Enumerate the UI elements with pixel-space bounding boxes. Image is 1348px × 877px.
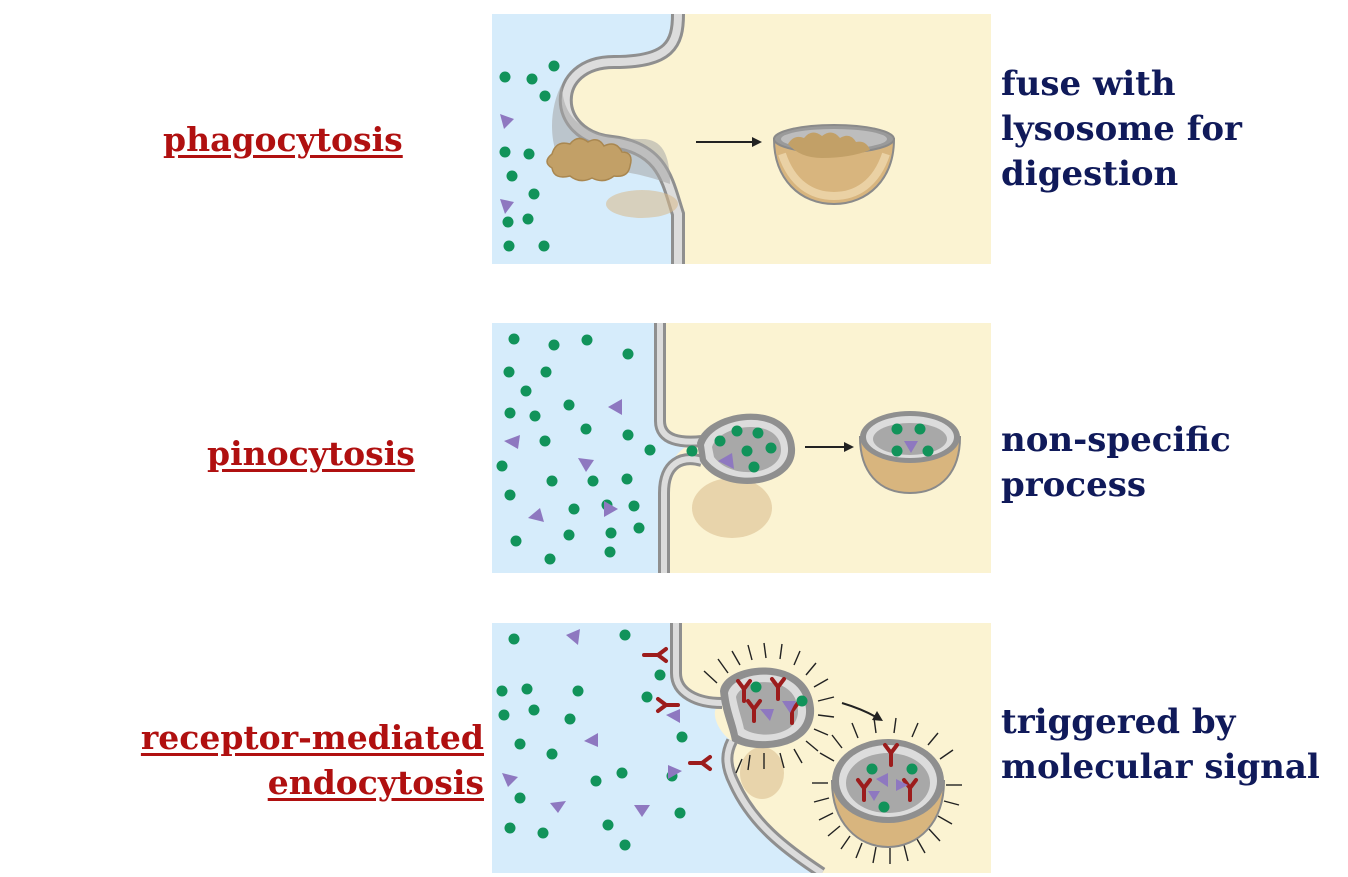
receptor-mediated-illustration (492, 623, 991, 873)
process-label-receptor-mediated-endocytosis: receptor-mediated endocytosis (141, 716, 484, 805)
arrow-icon (696, 137, 762, 147)
coated-vesicle (812, 717, 962, 864)
phagocytosis-illustration (492, 14, 991, 264)
arrow-icon (805, 442, 854, 452)
pinosome-vesicle (858, 411, 962, 495)
description-line: process (1001, 464, 1146, 505)
description-line: triggered by (1001, 702, 1236, 742)
description-line: digestion (1001, 153, 1179, 194)
molecule-triangles (500, 114, 514, 214)
pinocytosis-panel (492, 323, 991, 573)
pinocytosis-illustration (492, 323, 991, 573)
description-line: fuse with (1001, 64, 1176, 104)
molecule-dots (496, 333, 777, 565)
process-label-line: endocytosis (267, 762, 484, 802)
process-label-pinocytosis: pinocytosis (207, 434, 415, 473)
description-pinocytosis: non-specific process (1001, 418, 1231, 508)
process-label-line: receptor-mediated (140, 718, 484, 757)
molecule-triangles (502, 629, 796, 817)
phagocytosis-panel (492, 14, 991, 264)
process-label-phagocytosis: phagocytosis (163, 120, 403, 159)
molecule-dots (496, 629, 808, 851)
receptor-mediated-panel (492, 623, 991, 873)
receptors (642, 647, 800, 771)
phagosome-vesicle (772, 124, 896, 206)
food-particle (546, 137, 632, 182)
molecule-dots (499, 60, 560, 252)
molecule-triangles (504, 399, 734, 522)
description-line: lysosome for (1001, 108, 1242, 149)
description-line: molecular signal (1001, 746, 1320, 787)
description-line: non-specific (1001, 420, 1231, 460)
description-phagocytosis: fuse with lysosome for digestion (1001, 62, 1242, 197)
description-receptor-mediated-endocytosis: triggered by molecular signal (1001, 700, 1320, 790)
